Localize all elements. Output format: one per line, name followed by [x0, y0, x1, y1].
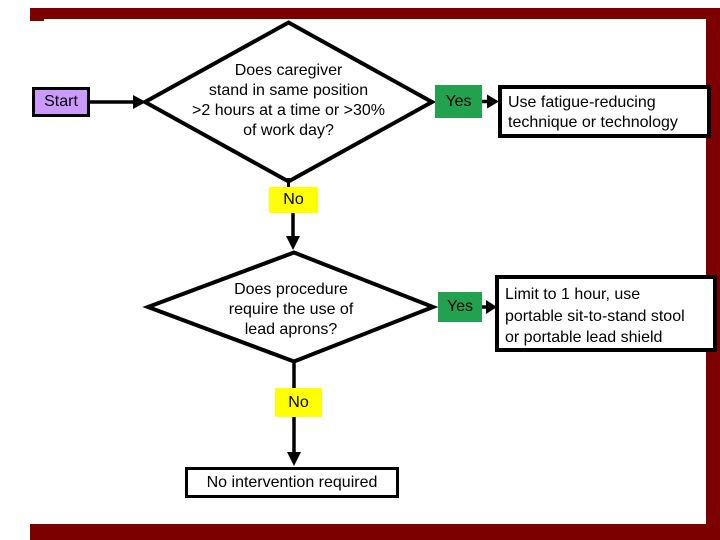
decision1-text: Does caregiver stand in same position >2…	[146, 61, 431, 141]
result1-line: technique or technology	[508, 114, 678, 131]
arrow-no1-to-decision2-head	[286, 236, 300, 250]
result1-box: Use fatigue-reducing technique or techno…	[498, 85, 711, 138]
decision2-line: lead aprons?	[244, 321, 338, 338]
frame-bar-bottom	[30, 524, 720, 540]
frame-bar-top-tab	[30, 8, 44, 21]
arrow-no2-to-final-head	[287, 452, 301, 466]
arrow-start-to-decision1-head	[133, 95, 146, 109]
no1-label: No	[283, 191, 304, 208]
final-box: No intervention required	[185, 467, 399, 498]
decision2-text: Does procedure require the use of lead a…	[150, 280, 432, 340]
decision1-line: >2 hours at a time or >30%	[192, 102, 385, 119]
yes2-label: Yes	[446, 298, 474, 315]
no2-badge: No	[275, 388, 322, 417]
result2-line: Limit to 1 hour, use	[505, 286, 641, 303]
no1-badge: No	[269, 187, 318, 213]
decision2-line: Does procedure	[234, 281, 348, 298]
yes1-label: Yes	[445, 92, 472, 110]
start-node: Start	[32, 87, 90, 117]
result2-line: portable sit-to-stand stool	[505, 307, 685, 325]
result1-line: Use fatigue-reducing	[508, 94, 656, 111]
arrow-yes2-to-result2-head	[486, 300, 497, 314]
decision2-line: require the use of	[228, 301, 354, 318]
frame-bar-right	[706, 8, 720, 540]
yes2-badge: Yes	[438, 292, 482, 322]
arrow-yes1-to-result1-head	[487, 94, 499, 109]
yes1-badge: Yes	[435, 85, 482, 118]
decision1-line: Does caregiver	[234, 62, 343, 79]
decision1-line: of work day?	[243, 122, 334, 139]
frame-bar-top	[30, 8, 720, 19]
final-label: No intervention required	[206, 473, 378, 491]
start-label: Start	[44, 93, 78, 110]
result2-box: Limit to 1 hour, use portable sit-to-sta…	[495, 275, 717, 352]
decision1-line: stand in same position	[208, 82, 369, 99]
result2-line: or portable lead shield	[505, 329, 663, 346]
no2-label: No	[288, 393, 309, 411]
